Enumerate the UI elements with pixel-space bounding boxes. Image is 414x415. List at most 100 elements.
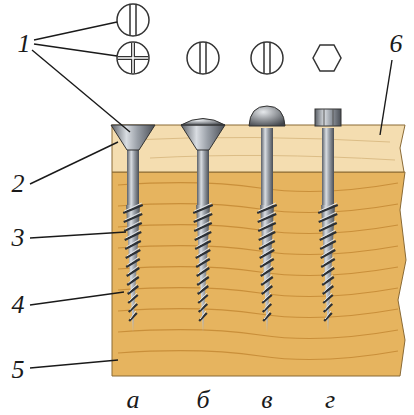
- thread-turn: [319, 214, 338, 222]
- thread-shine: [197, 257, 209, 265]
- callout-number: 5: [12, 357, 25, 383]
- thread-shine: [322, 248, 335, 256]
- thread-shine: [130, 311, 136, 319]
- thread-shine: [258, 203, 276, 211]
- thread-turn: [124, 214, 143, 222]
- thread-shine: [196, 230, 211, 238]
- thread-turn: [324, 304, 333, 312]
- wood-screw: [315, 109, 341, 332]
- thread-shine: [195, 221, 211, 229]
- variant-letter: в: [261, 387, 272, 413]
- variant-letter: б: [196, 387, 209, 413]
- thread-shine: [323, 275, 333, 283]
- thread-turn: [125, 232, 142, 240]
- thread-shine: [126, 230, 141, 238]
- thread-shine: [324, 284, 333, 292]
- thread-turn: [128, 295, 138, 303]
- variant-letter: г: [325, 387, 335, 413]
- thread-turn: [262, 295, 272, 303]
- thread-turn: [259, 241, 275, 249]
- thread-shine: [124, 203, 142, 211]
- thread-shine: [260, 230, 275, 238]
- thread-turn: [126, 250, 141, 258]
- thread-turn: [258, 214, 277, 222]
- thread-shine: [195, 212, 212, 220]
- thread-shine: [259, 221, 275, 229]
- screw-shank: [261, 128, 273, 207]
- thread-shine: [198, 266, 209, 274]
- thread-shine: [199, 293, 207, 301]
- thread-shine: [199, 284, 208, 292]
- thread-turn: [198, 286, 209, 294]
- wood-grain: [118, 225, 398, 234]
- thread-shine: [126, 239, 140, 247]
- thread-shine: [129, 284, 138, 292]
- thread-shine: [324, 293, 332, 301]
- thread-shine: [128, 275, 138, 283]
- thread-turn: [193, 205, 213, 213]
- thread-shine: [125, 221, 141, 229]
- hex-head: [315, 109, 341, 126]
- thread-shine: [264, 311, 270, 319]
- thread-shine: [127, 257, 139, 265]
- thread-shine: [125, 212, 142, 220]
- thread-shine: [128, 266, 139, 274]
- thread-shine: [263, 293, 271, 301]
- wood-grain: [118, 288, 398, 297]
- thread-shine: [200, 302, 207, 310]
- screw-shank: [322, 128, 334, 207]
- callout-number: 2: [12, 171, 25, 197]
- thread-turn: [257, 205, 277, 213]
- callout-number: 6: [390, 31, 403, 57]
- callout-number: 1: [18, 31, 31, 57]
- thread-shine: [322, 257, 334, 265]
- thread-turn: [194, 214, 213, 222]
- thread-turn: [194, 223, 212, 231]
- thread-turn: [320, 232, 337, 240]
- wood-grain: [118, 351, 398, 360]
- variant-letter: а: [127, 387, 140, 413]
- thread-turn: [318, 205, 338, 213]
- thread-turn: [128, 286, 139, 294]
- thread-shine: [263, 284, 272, 292]
- thread-shine: [259, 212, 276, 220]
- thread-shine: [264, 302, 271, 310]
- thread-shine: [194, 203, 212, 211]
- thread-turn: [196, 250, 211, 258]
- thread-shine: [325, 302, 332, 310]
- thread-shine: [129, 293, 137, 301]
- wood-screw: [181, 119, 225, 333]
- wood-screw: [249, 106, 285, 332]
- thread-shine: [200, 311, 206, 319]
- thread-shine: [130, 302, 137, 310]
- thread-turn: [123, 205, 143, 213]
- wood-grain: [118, 330, 398, 339]
- wood-grain: [118, 267, 398, 276]
- raised-head-dome: [181, 119, 225, 126]
- thread-turn: [262, 286, 273, 294]
- thread-shine: [261, 257, 273, 265]
- callout-number: 4: [12, 292, 25, 318]
- hex-edge: [324, 109, 325, 126]
- thread-turn: [259, 232, 276, 240]
- wood-grain: [118, 309, 398, 318]
- thread-shine: [127, 248, 140, 256]
- thread-turn: [124, 223, 142, 231]
- thread-turn: [195, 232, 212, 240]
- wood-grain: [118, 183, 398, 192]
- thread-shine: [197, 248, 210, 256]
- thread-turn: [258, 223, 276, 231]
- thread-shine: [262, 266, 273, 274]
- thread-shine: [260, 239, 274, 247]
- thread-shine: [321, 239, 335, 247]
- thread-turn: [260, 250, 275, 258]
- thread-turn: [125, 241, 141, 249]
- wood-grain: [118, 204, 398, 213]
- raised-head: [181, 125, 225, 150]
- thread-shine: [198, 275, 208, 283]
- thread-turn: [319, 223, 337, 231]
- thread-turn: [195, 241, 211, 249]
- callout-number: 3: [12, 225, 25, 251]
- thread-turn: [198, 295, 208, 303]
